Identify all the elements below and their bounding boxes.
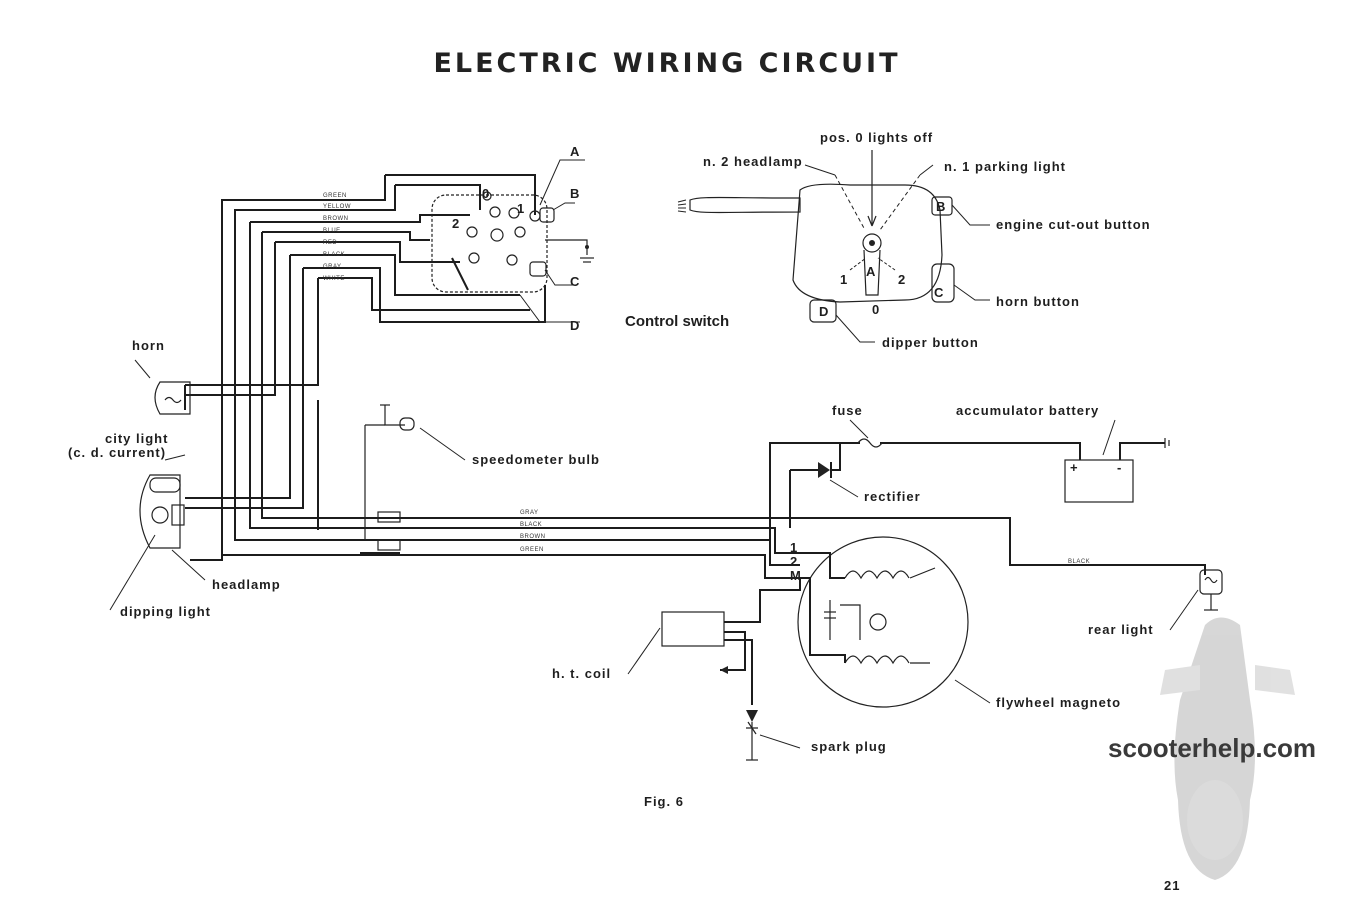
battery-minus: - — [1117, 460, 1122, 475]
label-ht-coil: h. t. coil — [552, 666, 611, 681]
control-switch-schematic: A B C D 0 1 2 — [431, 144, 594, 333]
terminal-1: 1 — [790, 540, 798, 555]
switch-letter-b: B — [570, 186, 580, 201]
page-number: 21 — [1164, 878, 1180, 893]
label-n1-parking-light: n. 1 parking light — [944, 159, 1066, 174]
terminal-2: 2 — [790, 554, 798, 569]
wire-label-black: BLACK — [323, 252, 345, 258]
ht-coil-symbol — [627, 578, 801, 761]
speedometer-bulb-symbol — [364, 404, 466, 551]
detail-pos-2: 2 — [898, 272, 906, 287]
detail-letter-d: D — [819, 304, 829, 319]
label-dipper-button: dipper button — [882, 335, 979, 350]
switch-letter-c: C — [570, 274, 580, 289]
page-title: ELECTRIC WIRING CIRCUIT — [433, 48, 900, 79]
wire-label-yellow: YELLOW — [323, 204, 351, 210]
detail-letter-c: C — [934, 285, 944, 300]
detail-letter-b: B — [936, 199, 946, 214]
switch-pos-0: 0 — [482, 186, 490, 201]
battery-symbol: + - — [1064, 419, 1170, 503]
switch-pos-1: 1 — [517, 201, 525, 216]
rectifier-symbol — [818, 462, 859, 498]
label-horn-button: horn button — [996, 294, 1080, 309]
harness-label-gray: GRAY — [520, 510, 539, 516]
label-n2-headlamp: n. 2 headlamp — [703, 154, 803, 169]
wire-label-red: RED — [323, 240, 337, 246]
switch-detail: A B C D 1 2 0 — [677, 150, 990, 343]
label-speedometer-bulb: speedometer bulb — [472, 452, 600, 467]
label-rectifier: rectifier — [864, 489, 921, 504]
detail-pos-1: 1 — [840, 272, 848, 287]
flywheel-magneto-symbol: 1 2 M — [790, 536, 991, 708]
switch-letter-d: D — [570, 318, 580, 333]
label-city-light: city light — [105, 431, 168, 446]
wiring-harness — [184, 174, 1206, 579]
watermark-text: scooterhelp.com — [1108, 733, 1316, 763]
label-spark-plug: spark plug — [811, 739, 887, 754]
harness-label-black: BLACK — [520, 522, 542, 528]
wire-label-brown: BROWN — [323, 216, 349, 222]
wire-label-gray: GRAY — [323, 264, 342, 270]
control-switch-label: Control switch — [625, 313, 729, 330]
wire-label-white: WHITE — [323, 276, 345, 282]
switch-pos-2: 2 — [452, 216, 460, 231]
harness-label-brown: BROWN — [520, 534, 546, 540]
wire-label-green: GREEN — [323, 193, 347, 199]
switch-letter-a: A — [570, 144, 580, 159]
label-pos-0-lights-off: pos. 0 lights off — [820, 130, 933, 145]
harness-wire-labels: GREEN YELLOW BROWN BLUE RED BLACK GRAY W… — [323, 193, 1090, 565]
fuse-symbol — [849, 419, 883, 448]
label-fuse: fuse — [832, 403, 863, 418]
label-flywheel-magneto: flywheel magneto — [996, 695, 1121, 710]
figure-caption: Fig. 6 — [644, 794, 684, 809]
harness-label-green: GREEN — [520, 547, 544, 553]
wire-label-blue: BLUE — [323, 228, 341, 234]
detail-letter-a: A — [866, 264, 876, 279]
terminal-m: M — [790, 568, 802, 583]
label-horn: horn — [132, 338, 165, 353]
battery-plus: + — [1070, 460, 1079, 475]
label-cd-current: (c. d. current) — [68, 445, 166, 460]
rear-wire-label: BLACK — [1068, 559, 1090, 565]
headlamp-symbol — [109, 454, 206, 611]
label-headlamp: headlamp — [212, 577, 281, 592]
label-accumulator-battery: accumulator battery — [956, 403, 1099, 418]
label-rear-light: rear light — [1088, 622, 1154, 637]
label-engine-cutout-button: engine cut-out button — [996, 217, 1151, 232]
label-dipping-light: dipping light — [120, 604, 211, 619]
detail-pos-0: 0 — [872, 302, 880, 317]
horn-symbol — [134, 359, 191, 415]
rear-light-symbol — [1169, 569, 1223, 631]
scooter-watermark-image — [1160, 617, 1295, 880]
